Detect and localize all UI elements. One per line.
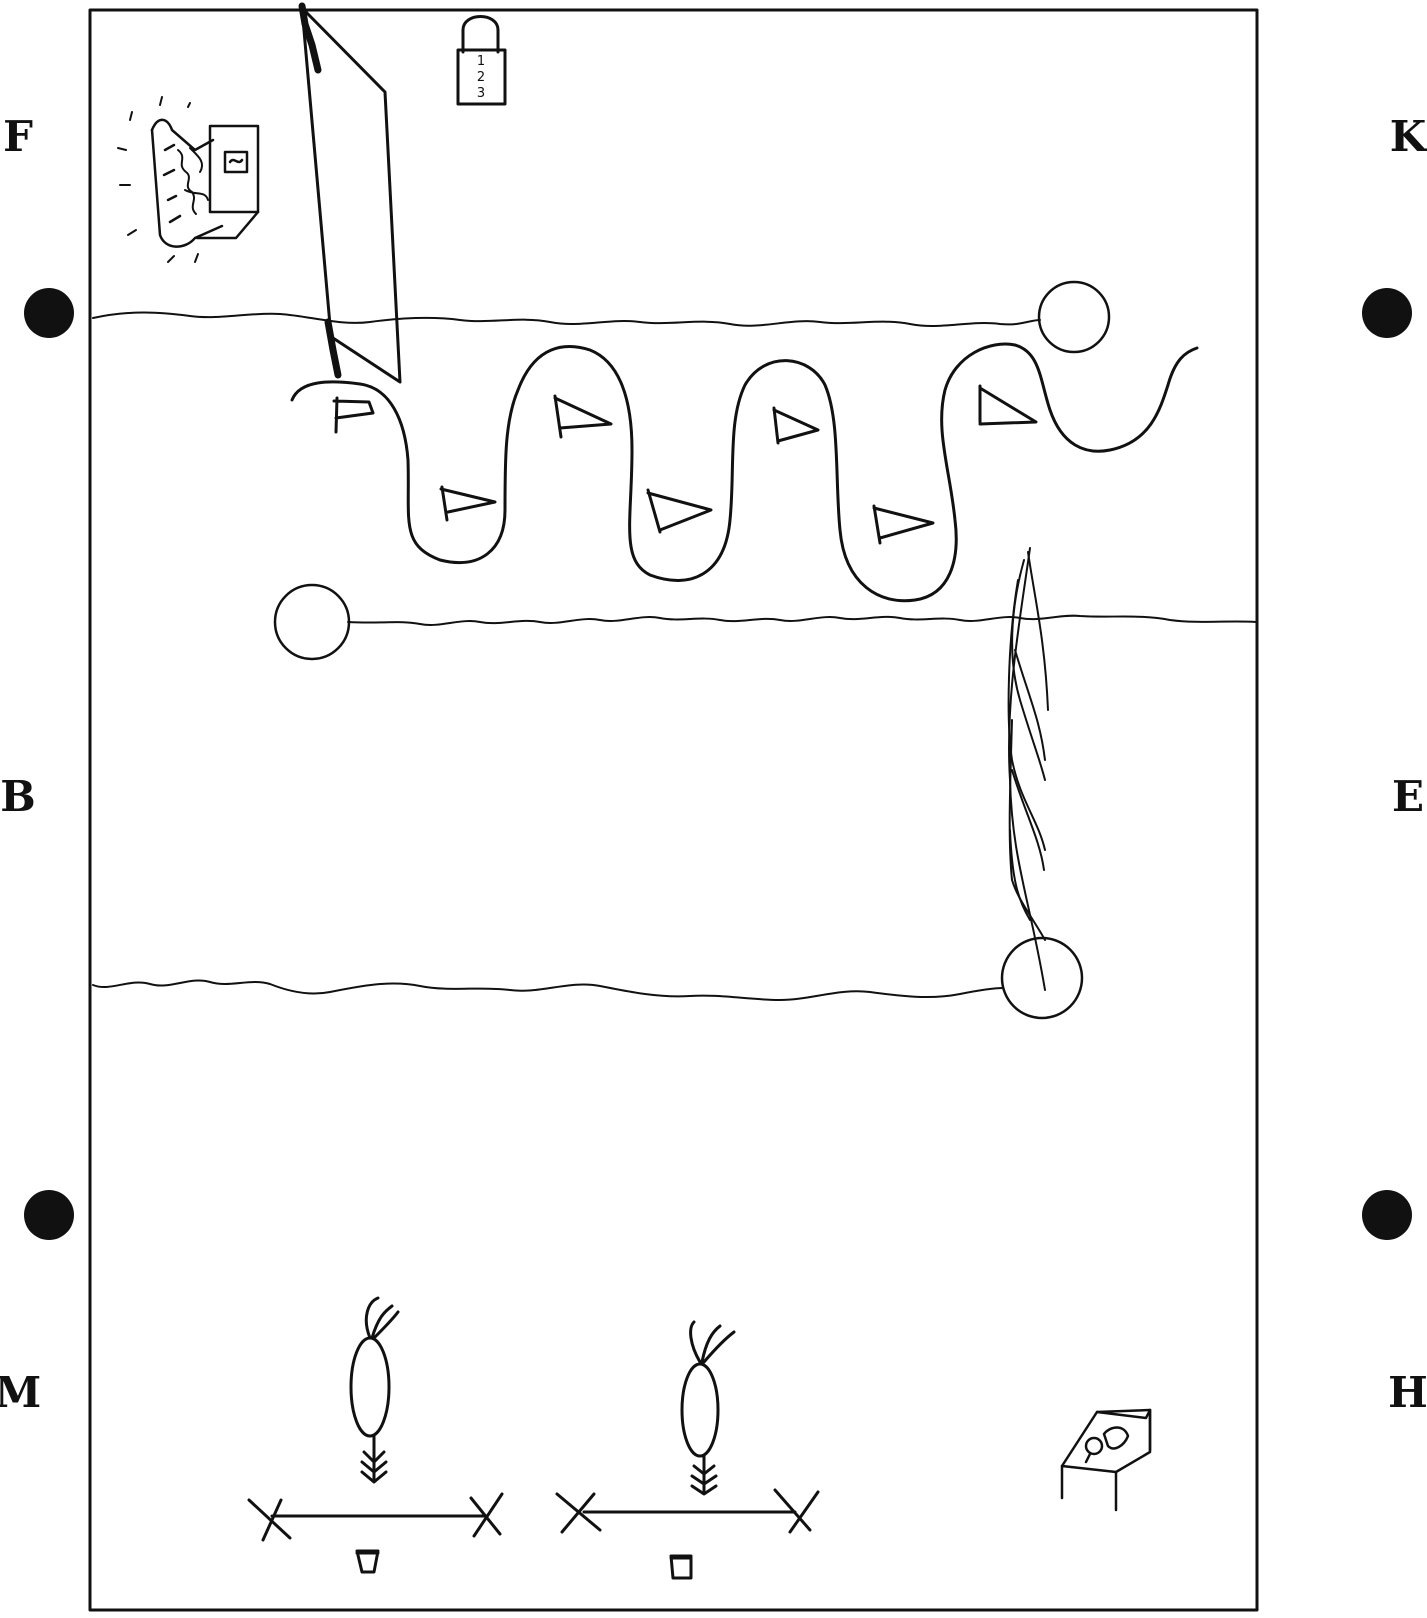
arena-letter-left-top: F <box>0 116 48 158</box>
frayed-rope <box>1009 548 1048 990</box>
arena-letter-left-bottom: M <box>0 1372 48 1414</box>
side-markers <box>24 288 1412 1240</box>
bucket-icon <box>671 1556 691 1578</box>
flag-6 <box>874 506 933 543</box>
marker-dot-left-upper <box>24 288 74 338</box>
flag-7 <box>980 386 1036 424</box>
open-treasure-chest-icon <box>118 97 258 262</box>
marker-dot-right-upper <box>1362 288 1412 338</box>
rope-line-top <box>93 313 1040 326</box>
arena-letter-left-middle: B <box>0 776 48 818</box>
lock-digit-2: 2 <box>477 70 485 85</box>
flag-3 <box>555 396 611 437</box>
jump-left-x-1 <box>249 1500 290 1540</box>
lock-digit-1: 1 <box>477 54 485 69</box>
flag-5 <box>774 408 818 443</box>
marker-dot-left-lower <box>24 1190 74 1240</box>
bucket-icon <box>357 1551 378 1572</box>
jump-left-oval <box>351 1338 389 1436</box>
slalom-path <box>292 344 1197 601</box>
ring-top-right <box>1039 282 1109 352</box>
flag-2 <box>441 487 495 520</box>
treasure-map-table-icon <box>1062 1410 1150 1510</box>
padlock-icon: 1 2 3 <box>458 17 505 105</box>
rope-line-bottom <box>93 980 1003 1000</box>
jump-right-oval <box>682 1364 718 1456</box>
rope-knot-bottom <box>328 322 338 375</box>
arena-border <box>90 10 1257 1610</box>
flag-4 <box>648 490 711 532</box>
ring-middle-left <box>275 585 349 659</box>
flag-1 <box>334 398 373 432</box>
jump-right-feather <box>692 1456 716 1494</box>
jump-right <box>557 1322 818 1578</box>
climbing-rope-structure <box>302 6 400 382</box>
arena-letter-right-middle: E <box>1378 776 1427 818</box>
lock-digit-3: 3 <box>477 86 485 101</box>
jump-left-plume <box>366 1298 398 1338</box>
arena-letter-right-top: K <box>1378 116 1427 158</box>
slalom-flags <box>334 386 1036 543</box>
jump-right-plume <box>691 1322 734 1362</box>
arena-letter-right-bottom: H <box>1378 1372 1427 1414</box>
jump-left <box>249 1298 502 1572</box>
rope-line-middle <box>348 616 1256 625</box>
marker-dot-right-lower <box>1362 1190 1412 1240</box>
jump-left-feather <box>362 1436 386 1482</box>
